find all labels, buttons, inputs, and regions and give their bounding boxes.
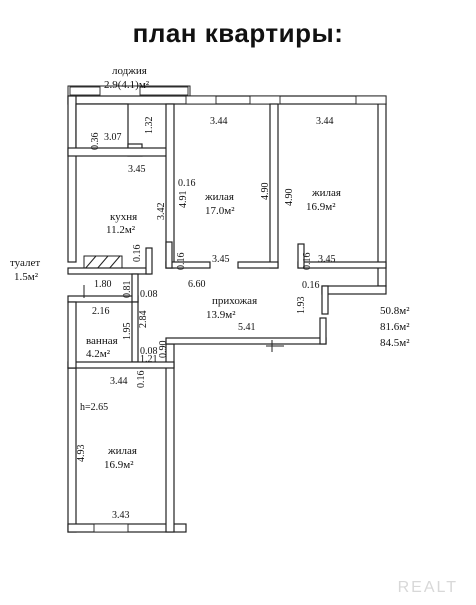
hall-right-wall-stub [319, 317, 327, 345]
top-wall [67, 95, 387, 105]
kitchen-name: кухня [110, 211, 137, 223]
living2-area: 16.9м² [306, 201, 336, 213]
loggia [67, 85, 191, 97]
living3-area: 16.9м² [104, 459, 134, 471]
living2-name: жилая [311, 187, 341, 199]
dim-036: 0.36 [90, 133, 101, 151]
left-wall-upper [67, 95, 77, 263]
dim-016-f: 0.16 [136, 371, 147, 389]
window-living3 [93, 523, 129, 533]
living3-name: жилая [107, 445, 137, 457]
dim-193: 1.93 [296, 297, 307, 315]
living1-bottom-right [237, 261, 279, 269]
dim-491: 4.91 [178, 191, 189, 209]
window-living1 [185, 95, 217, 105]
dim-132: 1.32 [144, 117, 155, 135]
dim-081: 0.81 [122, 281, 133, 299]
dim-343: 3.43 [112, 510, 130, 521]
kitchen-column [75, 103, 129, 155]
toilet-area: 1.5м² [14, 271, 39, 283]
area-total-2: 81.6м² [380, 321, 410, 333]
bath-left-wall [67, 301, 77, 369]
dim-345-right: 3.45 [318, 254, 336, 265]
loggia-outline [67, 85, 191, 97]
area-total-3: 84.5м² [380, 337, 410, 349]
lower-right-wall-vert [321, 285, 329, 315]
living1-bottom-left [165, 261, 211, 269]
dim-090: 0.90 [158, 341, 169, 359]
dim-016-e: 0.16 [302, 280, 320, 291]
lower-right-wall [321, 285, 387, 295]
dim-342: 3.42 [156, 203, 167, 221]
dim-016-a: 0.16 [178, 178, 196, 189]
dim-490-a: 4.90 [260, 183, 271, 201]
dim-344-top1: 3.44 [210, 116, 228, 127]
window-living2 [249, 95, 281, 105]
toilet-name: туалет [10, 257, 40, 269]
loggia-name: лоджия [112, 65, 147, 77]
dim-195: 1.95 [122, 323, 133, 341]
dim-121: 1.21 [140, 354, 158, 365]
dim-307: 3.07 [104, 132, 122, 143]
kitchen-area: 11.2м² [106, 224, 136, 236]
realt-watermark: REALT [397, 579, 458, 596]
dim-541: 5.41 [238, 322, 256, 333]
living1-area: 17.0м² [205, 205, 235, 217]
loggia-window [69, 86, 101, 96]
bath-name: ванная [86, 335, 118, 347]
living1-living2-wall [269, 103, 279, 269]
dim-016-d: 0.16 [302, 253, 313, 271]
area-total-1: 50.8м² [380, 305, 410, 317]
bath-area: 4.2м² [86, 348, 111, 360]
right-wall [377, 103, 387, 287]
left-wall-lower [67, 367, 77, 533]
dim-016-b: 0.16 [132, 245, 143, 263]
dim-008-b: 0.08 [140, 346, 158, 357]
kitchen-bottom-wall [67, 267, 151, 275]
living2-stub [297, 243, 305, 269]
kitchen-top-wall [67, 147, 171, 157]
hall-area: 13.9м² [206, 309, 236, 321]
window-living2-right [355, 95, 387, 105]
dim-008-a: 0.08 [140, 289, 158, 300]
ceiling-height: h=2.65 [80, 402, 108, 413]
dim-216: 2.16 [92, 306, 110, 317]
dim-490-b: 4.90 [284, 189, 295, 207]
living1-name: жилая [204, 191, 234, 203]
bath-bottom-wall [67, 361, 175, 369]
dim-180: 1.80 [94, 279, 112, 290]
loggia-window-2 [139, 86, 189, 96]
dim-345-kitchen: 3.45 [128, 164, 146, 175]
dim-493: 4.93 [76, 445, 87, 463]
hall-bottom-wall [165, 337, 327, 345]
dim-284: 2.84 [138, 311, 149, 329]
dim-016-c: 0.16 [176, 253, 187, 271]
plan-title: план квартиры: [132, 18, 344, 48]
dim-660: 6.60 [188, 279, 206, 290]
dim-344-top2: 3.44 [316, 116, 334, 127]
living1-stub [165, 241, 173, 269]
kitchen-bottom-stub [145, 247, 153, 275]
dim-344-bottom: 3.44 [110, 376, 128, 387]
dim-345-mid: 3.45 [212, 254, 230, 265]
living3-right-wall [165, 343, 175, 533]
loggia-area: 2.9(4.1)м² [104, 79, 150, 91]
hall-name: прихожая [212, 295, 257, 307]
